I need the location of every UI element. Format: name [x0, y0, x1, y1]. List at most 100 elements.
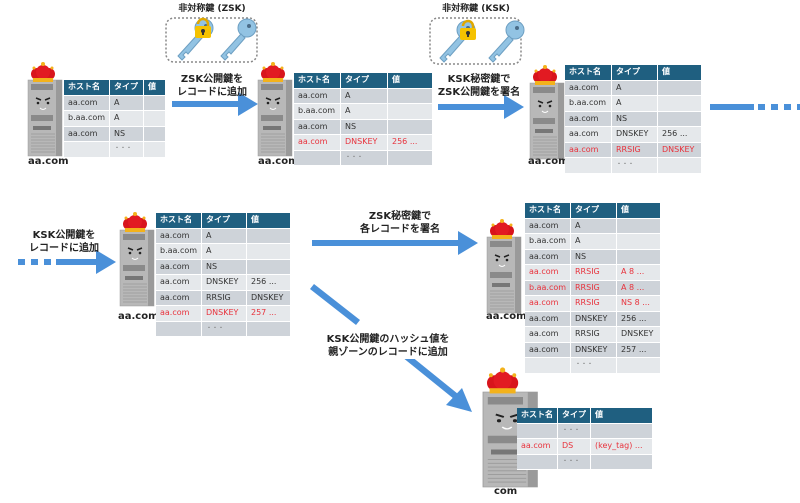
- host-cell: aa.com: [525, 342, 571, 358]
- type-cell: NS: [612, 111, 658, 127]
- diagonal-arrow-icon: [310, 284, 472, 412]
- host-cell: aa.com: [156, 275, 202, 291]
- crown-icon: [533, 65, 557, 85]
- type-cell: A: [202, 228, 247, 244]
- table-header: ホスト名タイプ値: [294, 73, 433, 89]
- host-cell: b.aa.com: [565, 96, 612, 112]
- value-cell: 値: [658, 65, 702, 81]
- arrow-icon: [312, 231, 478, 255]
- value-cell: 値: [144, 80, 166, 96]
- type-cell: ・・・: [558, 423, 591, 439]
- host-cell: aa.com: [565, 142, 612, 158]
- server-name: aa.com: [528, 156, 569, 167]
- type-cell: A: [612, 80, 658, 96]
- value-cell: DNSKEY: [617, 327, 661, 343]
- host-cell: b.aa.com: [64, 111, 110, 127]
- value-cell: 257 ...: [617, 342, 661, 358]
- value-cell: [144, 126, 166, 142]
- table-header: ホスト名タイプ値: [517, 408, 653, 424]
- ksk-keypair-title: 非対称鍵 (KSK): [442, 4, 510, 14]
- table-row: ・・・: [565, 158, 702, 174]
- type-cell: RRSIG: [202, 290, 247, 306]
- key-icon: [439, 20, 476, 63]
- value-cell: [617, 234, 661, 250]
- host-cell: ホスト名: [64, 80, 110, 96]
- value-cell: [388, 150, 433, 166]
- host-cell: aa.com: [525, 265, 571, 281]
- host-cell: ホスト名: [156, 213, 202, 229]
- type-cell: NS: [571, 249, 617, 265]
- type-cell: RRSIG: [571, 296, 617, 312]
- arrow-icon: [438, 95, 524, 119]
- value-cell: [658, 96, 702, 112]
- arrows: [18, 92, 800, 412]
- step-label-add-zsk: ZSK公開鍵をレコードに追加: [177, 74, 247, 98]
- host-cell: [156, 321, 202, 337]
- host-cell: [64, 142, 110, 158]
- type-cell: DNSKEY: [202, 306, 247, 322]
- value-cell: (key_tag) ...: [591, 439, 653, 455]
- type-cell: DS: [558, 439, 591, 455]
- host-cell: aa.com: [294, 135, 341, 151]
- value-cell: 257 ...: [247, 306, 291, 322]
- table-row: ・・・: [294, 150, 433, 166]
- host-cell: ホスト名: [565, 65, 612, 81]
- server-icon: [529, 65, 565, 160]
- ksk-keypair-icon: [429, 17, 525, 65]
- host-cell: aa.com: [565, 111, 612, 127]
- value-cell: 256 ...: [247, 275, 291, 291]
- value-cell: [144, 111, 166, 127]
- host-cell: aa.com: [156, 228, 202, 244]
- host-cell: [565, 158, 612, 174]
- host-cell: aa.com: [525, 327, 571, 343]
- type-cell: DNSKEY: [571, 311, 617, 327]
- value-cell: [591, 423, 653, 439]
- host-cell: ホスト名: [517, 408, 558, 424]
- dashed-arrow-icon: [710, 104, 800, 110]
- host-cell: aa.com: [294, 119, 341, 135]
- server-name: aa.com: [258, 156, 299, 167]
- type-cell: NS: [110, 126, 144, 142]
- value-cell: [144, 95, 166, 111]
- table-header: ホスト名タイプ値: [565, 65, 702, 81]
- arrow-icon: [172, 92, 258, 116]
- table-row: ・・・: [64, 142, 166, 158]
- host-cell: ホスト名: [294, 73, 341, 89]
- host-cell: aa.com: [525, 218, 571, 234]
- table-row: ・・・: [525, 358, 661, 374]
- crown-icon: [487, 367, 519, 394]
- host-cell: aa.com: [156, 306, 202, 322]
- server-name: com: [494, 486, 518, 497]
- value-cell: [617, 358, 661, 374]
- crown-icon: [490, 219, 514, 239]
- type-cell: タイプ: [571, 203, 617, 219]
- type-cell: NS: [341, 119, 388, 135]
- type-cell: タイプ: [110, 80, 144, 96]
- type-cell: A: [341, 88, 388, 104]
- key-icon: [488, 20, 525, 63]
- value-cell: 値: [617, 203, 661, 219]
- host-cell: aa.com: [294, 88, 341, 104]
- value-cell: [247, 259, 291, 275]
- type-cell: タイプ: [341, 73, 388, 89]
- table-header: ホスト名タイプ値: [156, 213, 291, 229]
- type-cell: DNSKEY: [202, 275, 247, 291]
- crown-icon: [261, 62, 285, 82]
